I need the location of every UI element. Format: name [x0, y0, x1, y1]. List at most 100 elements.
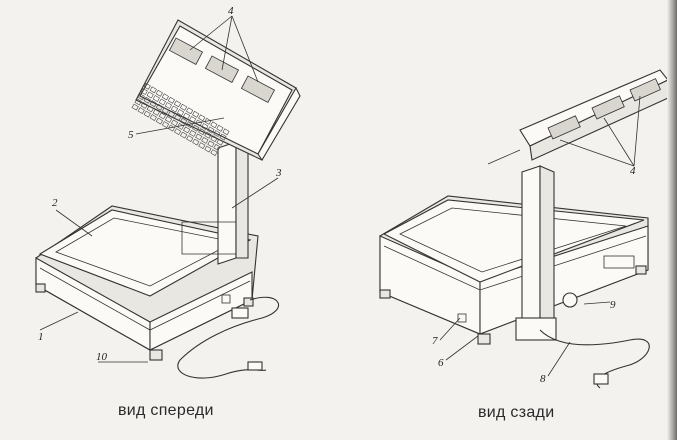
keypad-key [177, 122, 185, 130]
keypad-key [149, 100, 157, 108]
front-label-4: 4 [228, 5, 234, 17]
keypad-key [216, 124, 224, 132]
front-keypad [131, 82, 230, 156]
keypad-key [149, 86, 157, 94]
keypad-key [167, 124, 176, 132]
keypad-key [158, 98, 166, 106]
keypad-key [222, 128, 230, 136]
keypad-key [198, 142, 206, 149]
keypad-key [186, 121, 194, 129]
keypad-key [192, 110, 200, 118]
keypad-key [210, 135, 218, 143]
keypad-key [149, 114, 157, 121]
front-view: 4 5 3 2 1 10 [35, 5, 301, 379]
keypad-key [170, 105, 179, 113]
keypad-key [158, 112, 166, 120]
keypad-key [170, 119, 179, 127]
keypad-key [131, 103, 139, 111]
keypad-key [195, 133, 203, 141]
front-display-1 [168, 37, 204, 65]
keypad-key [198, 114, 206, 122]
back-view: 4 9 7 6 8 [379, 69, 669, 389]
keypad-key [210, 121, 218, 129]
keypad-key [183, 126, 191, 134]
keypad-key [173, 100, 182, 108]
front-display-head [131, 19, 301, 162]
keypad-key [161, 107, 169, 115]
back-display-2 [591, 95, 625, 120]
keypad-key [155, 103, 163, 111]
keypad-key [180, 117, 188, 125]
front-label-3: 3 [275, 167, 282, 179]
back-display-1 [547, 115, 581, 140]
front-label-1: 1 [38, 331, 44, 343]
keypad-key [143, 82, 151, 90]
keypad-key [179, 103, 188, 111]
keypad-key [180, 131, 188, 139]
keypad-key [189, 129, 197, 137]
keypad-key [164, 115, 173, 123]
keypad-key [189, 116, 197, 123]
front-feet [35, 283, 254, 361]
keypad-key [161, 93, 169, 101]
keypad-key [137, 107, 145, 114]
keypad-key [173, 114, 182, 122]
keypad-key [152, 95, 160, 102]
keypad-key [207, 126, 215, 134]
back-label-7: 7 [432, 335, 438, 347]
front-cable [177, 296, 280, 379]
back-load-plate [382, 199, 645, 283]
caption-front-view: вид спереди [118, 402, 214, 419]
keypad-key [146, 91, 154, 99]
keypad-key [167, 110, 176, 118]
keypad-key [204, 145, 212, 153]
front-leaders [39, 15, 279, 363]
back-feet [379, 265, 647, 345]
keypad-key [143, 110, 151, 118]
keypad-key [204, 131, 212, 139]
front-label-10: 10 [96, 351, 108, 363]
keypad-key [195, 119, 203, 127]
keypad-key [207, 140, 215, 148]
front-display-3 [240, 75, 276, 103]
keypad-key [186, 107, 194, 115]
keypad-key [176, 109, 185, 116]
keypad-key [183, 112, 191, 120]
back-display-arm [487, 69, 669, 165]
keypad-key [155, 117, 163, 125]
page-edge-shadow [667, 0, 677, 440]
keypad-key [204, 117, 212, 125]
keypad-key [216, 138, 224, 146]
keypad-key [134, 98, 142, 106]
keypad-key [192, 138, 200, 146]
back-label-9: 9 [610, 299, 616, 311]
keypad-key [167, 96, 175, 104]
keypad-key [198, 128, 206, 136]
keypad-key [140, 88, 148, 95]
keypad-key [143, 96, 151, 104]
keypad-key [140, 101, 148, 109]
keypad-key [213, 130, 221, 137]
keypad-key [137, 93, 145, 101]
keypad-key [161, 121, 170, 128]
back-label-4: 4 [630, 165, 636, 177]
keypad-key [201, 136, 209, 144]
keypad-key [219, 133, 227, 141]
keypad-key [201, 123, 209, 130]
keypad-key [152, 108, 160, 116]
front-label-5: 5 [128, 129, 134, 141]
keypad-key [210, 149, 218, 156]
caption-back-view: вид сзади [478, 404, 555, 421]
keypad-key [174, 128, 182, 135]
keypad-key [186, 135, 194, 142]
back-leaders [439, 95, 641, 377]
keypad-key [192, 124, 200, 132]
back-label-6: 6 [438, 357, 444, 369]
keypad-key [213, 143, 221, 151]
front-label-2: 2 [52, 197, 58, 209]
back-display-3 [629, 78, 661, 102]
keypad-key [146, 105, 154, 113]
back-label-8: 8 [540, 373, 546, 385]
keypad-key [155, 89, 163, 97]
